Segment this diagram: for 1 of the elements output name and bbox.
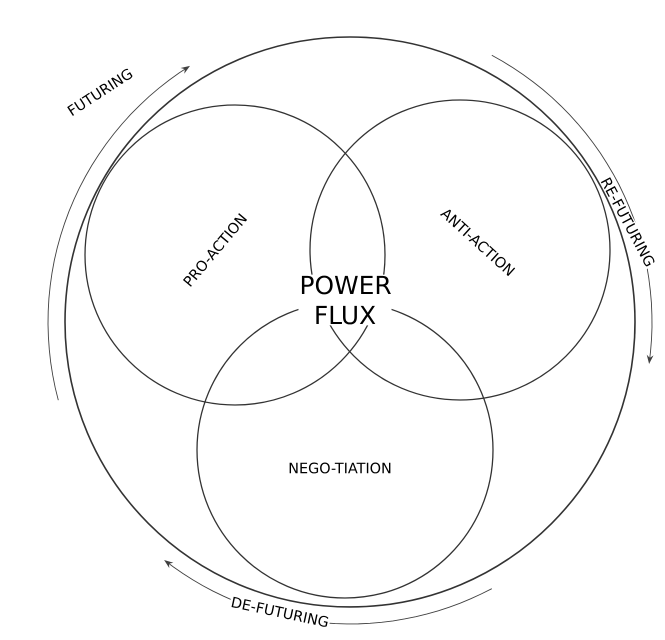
label: POWER FLUX [298,274,392,326]
